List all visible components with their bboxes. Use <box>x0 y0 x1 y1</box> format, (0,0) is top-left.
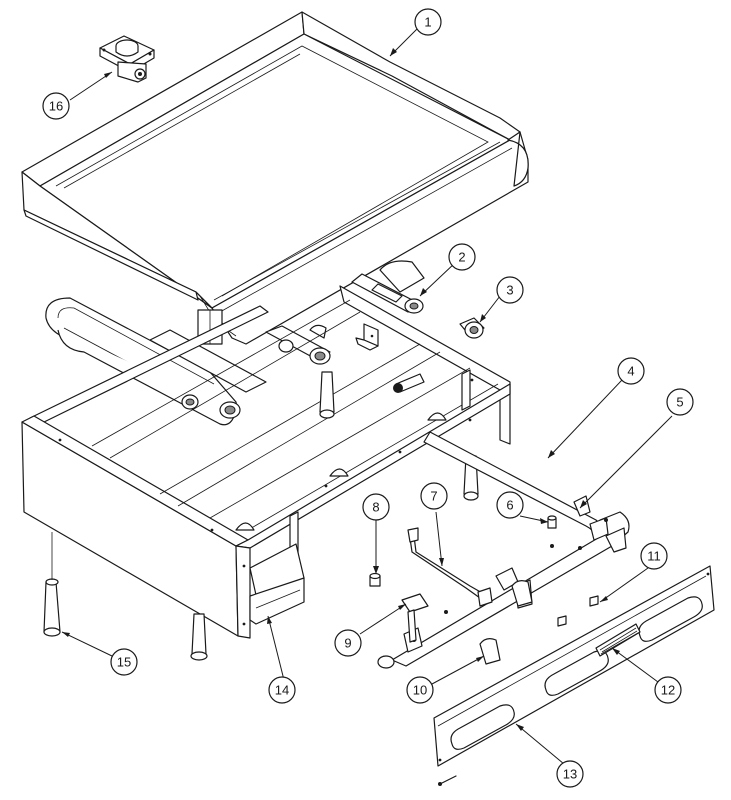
svg-text:15: 15 <box>117 655 131 670</box>
part-grease-drawer <box>249 543 305 625</box>
svg-text:14: 14 <box>275 683 289 698</box>
svg-text:12: 12 <box>661 683 675 698</box>
callout-3: 3 <box>496 276 524 304</box>
callout-9: 9 <box>334 629 362 657</box>
callout-12: 12 <box>654 676 682 704</box>
part-burner-tube-right <box>351 260 425 314</box>
part-retainer-clip <box>557 595 599 627</box>
callout-15: 15 <box>110 648 138 676</box>
part-fitting <box>401 593 429 643</box>
part-burner-tube-left <box>45 297 241 426</box>
callout-1: 1 <box>414 8 442 36</box>
svg-text:4: 4 <box>627 364 634 379</box>
callout-7: 7 <box>420 482 448 510</box>
callout-5: 5 <box>666 388 694 416</box>
callout-2: 2 <box>448 243 476 271</box>
svg-text:3: 3 <box>506 283 513 298</box>
callout-11: 11 <box>640 542 668 570</box>
part-gas-regulator <box>99 35 155 83</box>
part-knob-bezel <box>479 580 533 665</box>
part-orifice-sleeve <box>459 317 485 339</box>
svg-text:6: 6 <box>506 498 513 513</box>
svg-text:16: 16 <box>49 99 63 114</box>
svg-text:7: 7 <box>430 489 437 504</box>
callout-6: 6 <box>496 491 524 519</box>
svg-text:9: 9 <box>344 636 351 651</box>
part-griddle-plate <box>21 11 529 345</box>
part-leg-front-right <box>190 613 208 661</box>
svg-text:8: 8 <box>372 500 379 515</box>
part-pilot-tube <box>407 527 493 607</box>
part-leg-rear-left <box>319 371 335 419</box>
svg-text:13: 13 <box>563 767 577 782</box>
part-pilot-cap <box>369 572 381 587</box>
svg-text:11: 11 <box>647 549 661 564</box>
part-nut <box>547 515 557 529</box>
svg-text:10: 10 <box>413 683 427 698</box>
callout-13: 13 <box>556 760 584 788</box>
leader-lines <box>61 27 673 765</box>
part-base-frame <box>21 285 511 639</box>
svg-text:5: 5 <box>676 395 683 410</box>
callout-16: 16 <box>42 92 70 120</box>
part-screw <box>438 775 457 786</box>
part-nameplate <box>595 623 641 657</box>
callout-10: 10 <box>406 676 434 704</box>
svg-text:1: 1 <box>424 15 431 30</box>
callout-8: 8 <box>362 493 390 521</box>
svg-text:2: 2 <box>458 250 465 265</box>
part-leg-front-left <box>43 532 61 637</box>
part-control-panel <box>433 565 715 767</box>
callout-14: 14 <box>268 676 296 704</box>
part-mount-bracket <box>355 323 379 351</box>
callout-4: 4 <box>617 357 645 385</box>
